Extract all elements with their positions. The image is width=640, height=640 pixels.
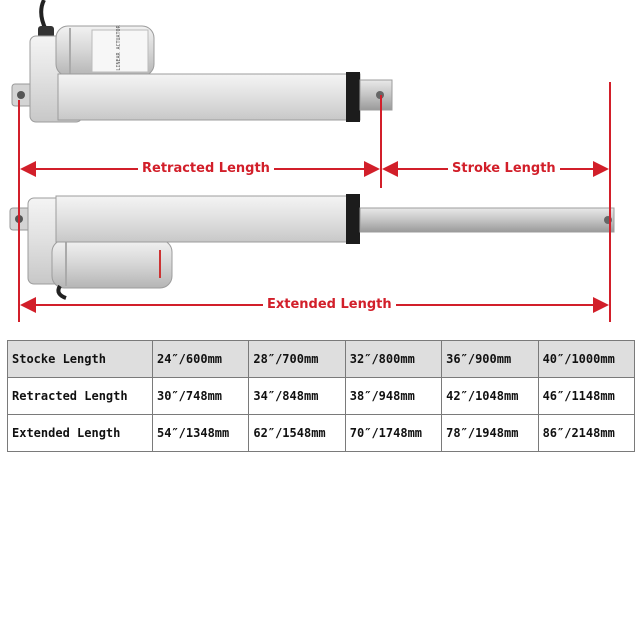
end-cap xyxy=(346,72,360,122)
motor-label xyxy=(91,29,149,73)
table-cell: 34″/848mm xyxy=(248,377,346,415)
motor-can-ext xyxy=(51,239,173,289)
retracted-length-label: Retracted Length xyxy=(138,161,274,176)
table-cell: 32″/800mm xyxy=(344,340,443,378)
motor-label-text: LINEAR ACTUATOR xyxy=(116,24,122,70)
row-label: Retracted Length xyxy=(7,377,153,415)
table-cell: 28″/700mm xyxy=(248,340,346,378)
end-cap-ext xyxy=(346,194,360,244)
table-cell: 62″/1548mm xyxy=(248,414,346,452)
table-cell: 46″/1148mm xyxy=(537,377,636,415)
table-cell: 36″/900mm xyxy=(441,340,539,378)
outer-tube-ext xyxy=(55,195,359,243)
stroke-length-label: Stroke Length xyxy=(448,161,560,176)
table-cell: 86″/2148mm xyxy=(537,414,636,452)
cable-boot xyxy=(38,26,54,38)
table-cell: 38″/948mm xyxy=(344,377,443,415)
row-label: Stocke Length xyxy=(7,340,153,378)
outer-tube xyxy=(57,73,361,121)
table-cell: 30″/748mm xyxy=(151,377,250,415)
table-cell: 78″/1948mm xyxy=(441,414,539,452)
extended-length-label: Extended Length xyxy=(263,297,396,312)
retracted-actuator: LINEAR ACTUATOR xyxy=(11,0,393,123)
table-cell: 42″/1048mm xyxy=(441,377,539,415)
table-cell: 70″/1748mm xyxy=(344,414,443,452)
power-cable xyxy=(39,0,48,31)
extended-actuator xyxy=(9,194,615,300)
row-label: Extended Length xyxy=(7,414,153,452)
extended-rod xyxy=(359,207,615,233)
table-cell: 40″/1000mm xyxy=(537,340,636,378)
table-cell: 24″/600mm xyxy=(151,340,250,378)
table-cell: 54″/1348mm xyxy=(151,414,250,452)
rear-mount-hole xyxy=(17,91,25,99)
